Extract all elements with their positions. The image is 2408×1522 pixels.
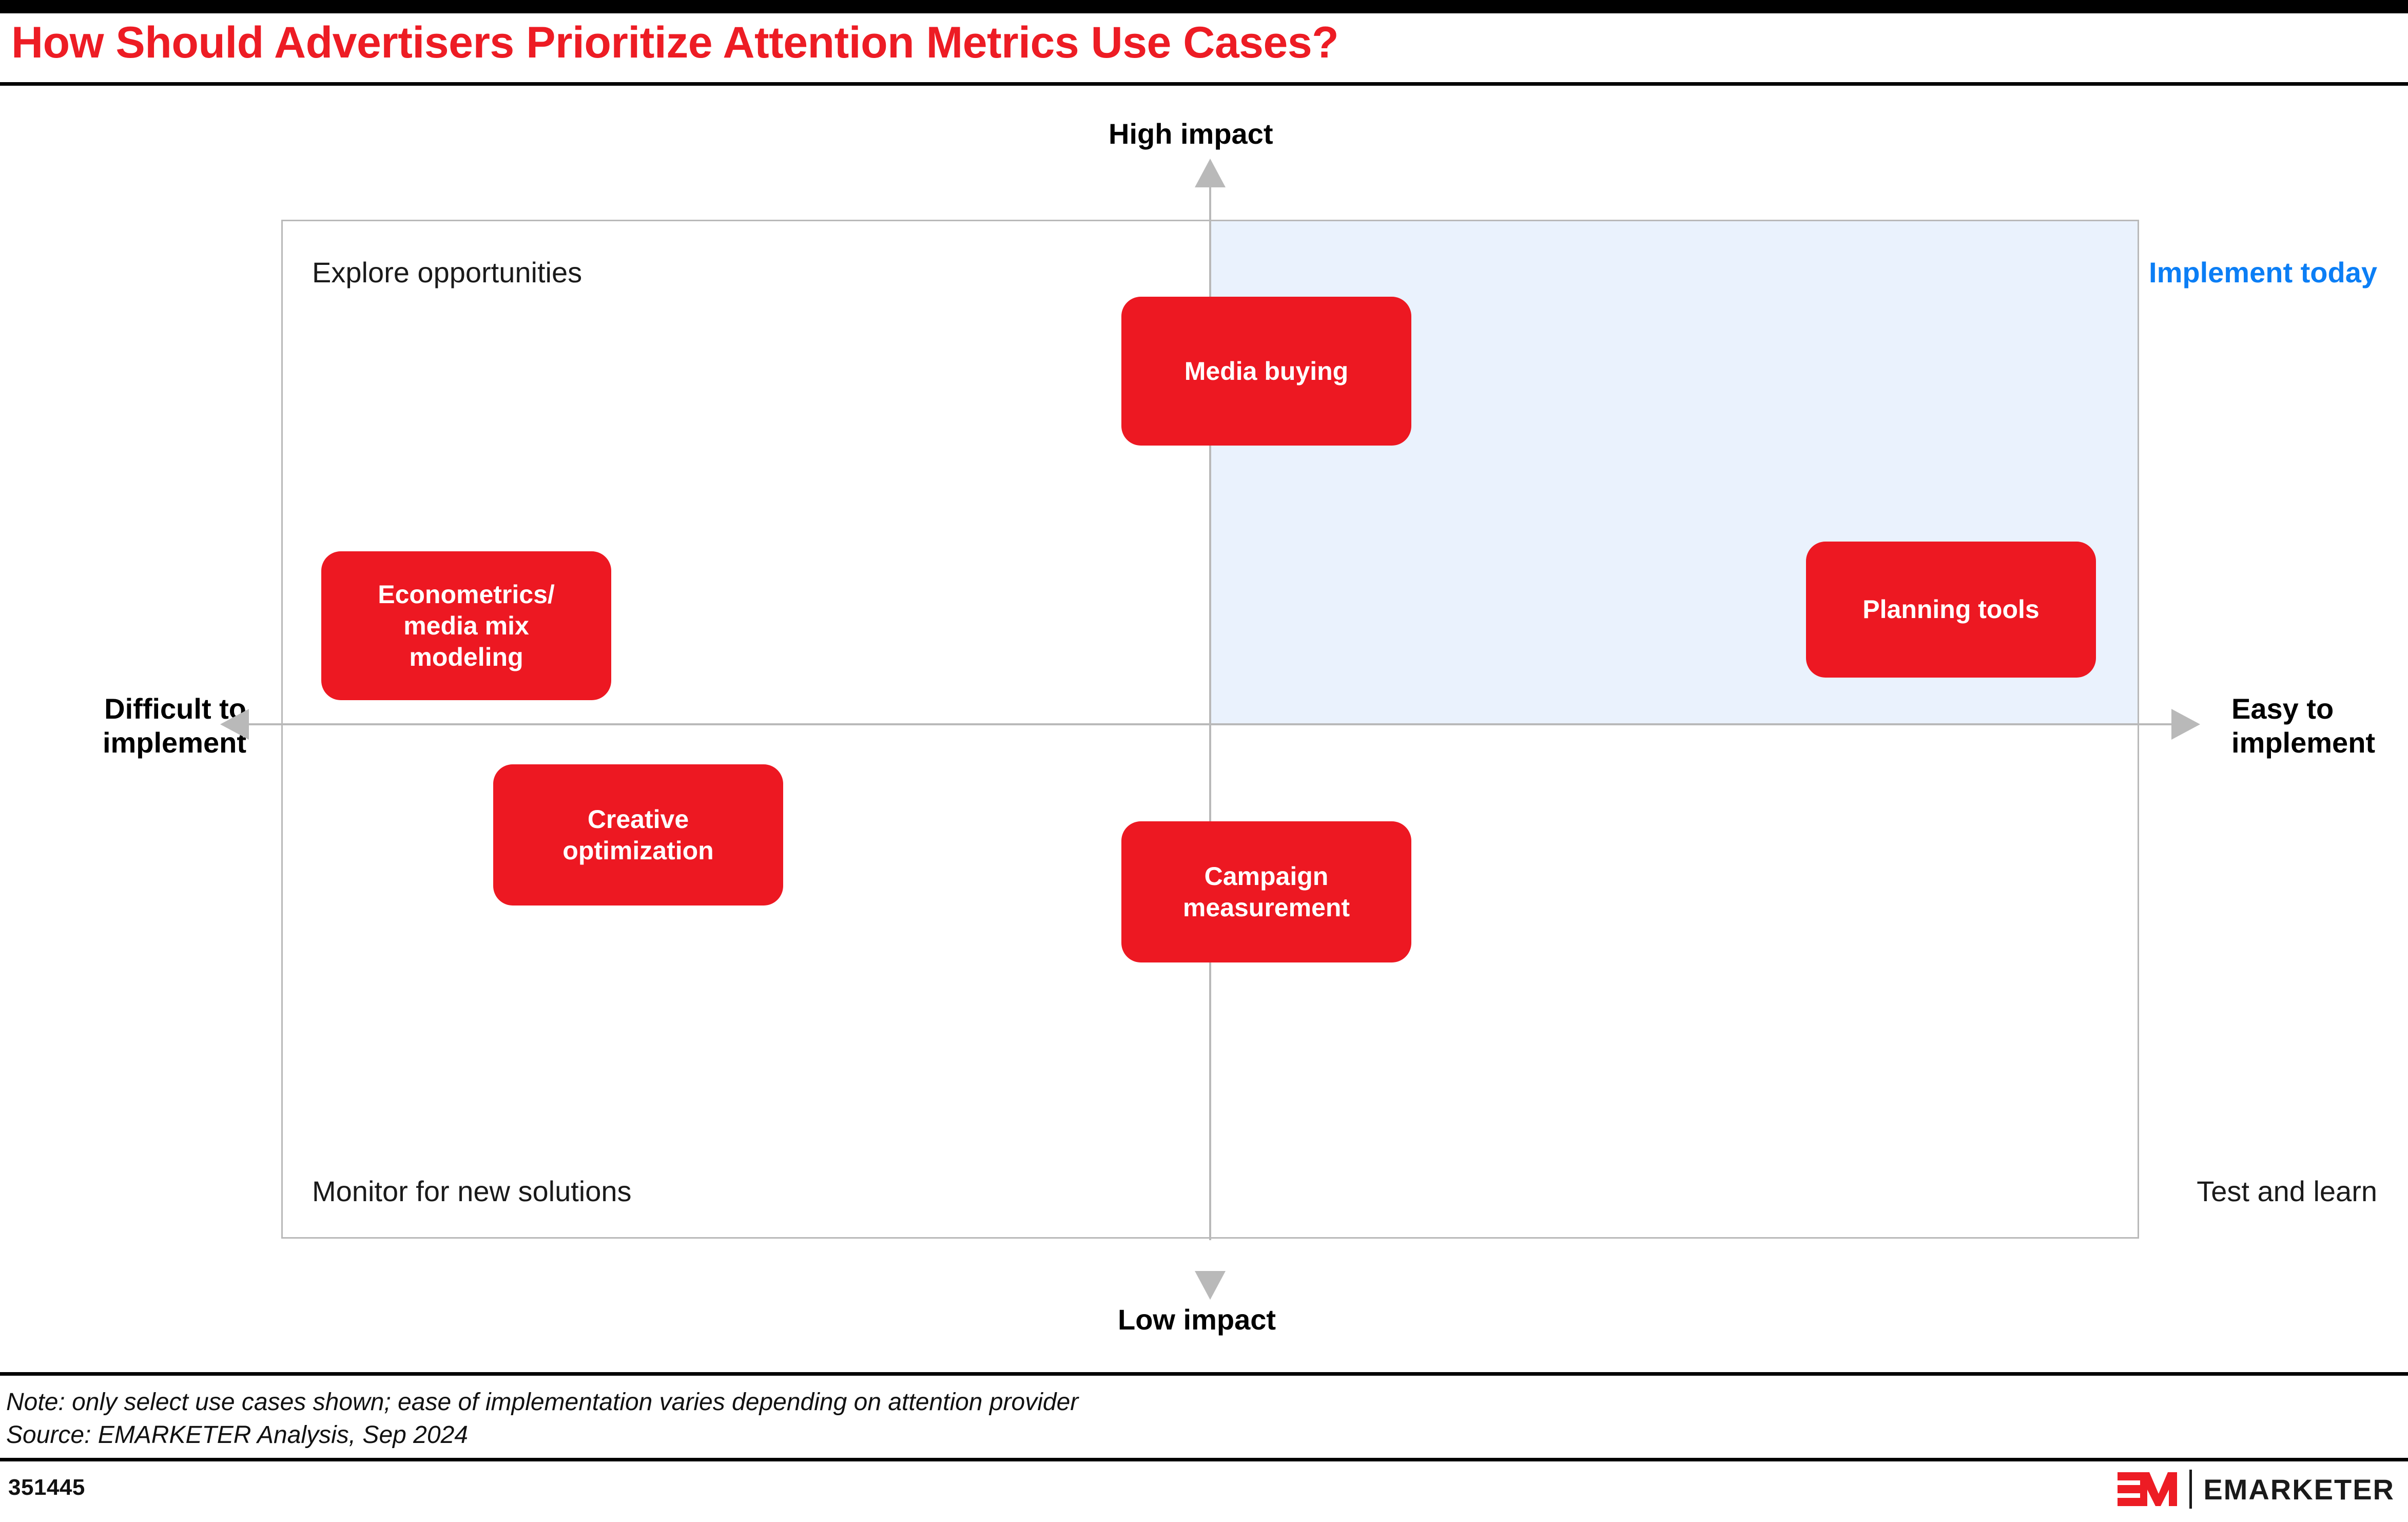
footer-source: Source: EMARKETER Analysis, Sep 2024 [6, 1421, 468, 1449]
arrow-left-icon [220, 708, 249, 740]
use-case-box-media-buying[interactable]: Media buying [1121, 297, 1411, 446]
logo-divider [2189, 1470, 2192, 1509]
axis-label-low-impact: Low impact [1118, 1303, 1276, 1336]
em-monogram-icon [2118, 1472, 2178, 1506]
axis-label-easy-line2: implement [2231, 726, 2376, 759]
axis-label-easy-line1: Easy to [2231, 692, 2334, 725]
logo-wordmark: EMARKETER [2203, 1473, 2395, 1506]
arrow-up-icon [1195, 159, 1226, 187]
horizontal-axis-line [237, 723, 2187, 725]
footer-bottom-divider [0, 1458, 2408, 1461]
page-title: How Should Advertisers Prioritize Attent… [11, 18, 1339, 67]
axis-label-high-impact: High impact [1109, 118, 1273, 150]
quadrant-caption-implement-today: Implement today [2149, 256, 2377, 288]
axis-label-easy-to-implement: Easy to implement [2231, 692, 2406, 760]
emarketer-logo: EMARKETER [2118, 1469, 2395, 1509]
footer-top-divider [0, 1372, 2408, 1376]
top-black-bar [0, 0, 2408, 13]
chart-id: 351445 [8, 1475, 85, 1500]
axis-label-difficult-to-implement: Difficult to implement [31, 692, 246, 760]
vertical-axis-line [1209, 175, 1211, 1240]
quadrant-caption-explore-opportunities: Explore opportunities [312, 256, 582, 288]
title-divider [0, 82, 2408, 86]
arrow-right-icon [2171, 708, 2200, 740]
use-case-box-planning-tools[interactable]: Planning tools [1806, 542, 2096, 678]
use-case-box-label: Media buying [1184, 356, 1349, 386]
footer-note-block: Note: only select use cases shown; ease … [6, 1386, 2162, 1452]
use-case-box-label: Planning tools [1862, 595, 2040, 624]
quadrant-caption-monitor-for-new-solutions: Monitor for new solutions [312, 1175, 632, 1207]
quadrant-caption-test-and-learn: Test and learn [2197, 1175, 2377, 1207]
arrow-down-icon [1195, 1271, 1226, 1300]
footer-note: Note: only select use cases shown; ease … [6, 1389, 1079, 1416]
